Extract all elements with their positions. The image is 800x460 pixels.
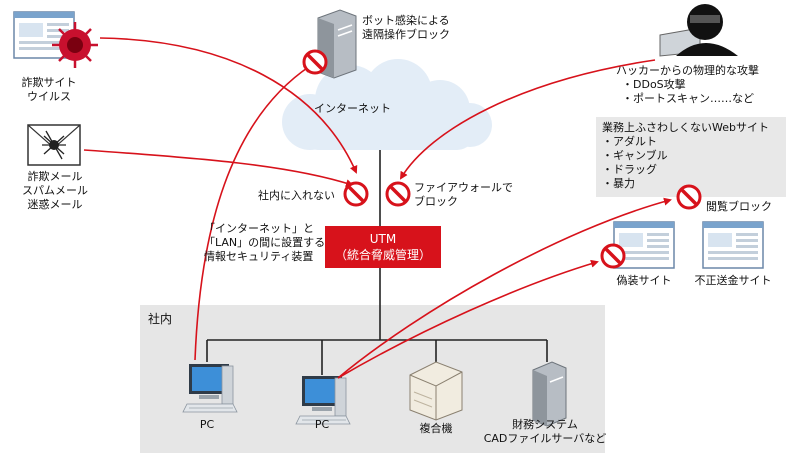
browse-block-label: 閲覧ブロック: [706, 200, 772, 213]
fraud-site-label: 詐欺サイトウイルス: [21, 76, 77, 103]
internal-zone-label: 社内: [148, 312, 173, 326]
no-entry-icon-inside: [343, 181, 369, 207]
fake-site-label: 偽装サイト: [616, 274, 672, 287]
no-entry-icon-fake-site: [600, 243, 626, 269]
pc-label-1: PC: [199, 418, 215, 431]
mfp-label: 複合機: [419, 422, 453, 435]
utm-subtitle: （統合脅威管理）: [334, 248, 431, 262]
inappropriate-web-label: 業務上ふさわしくないWebサイト ・アダルト ・ギャンブル ・ドラッグ ・暴力: [602, 121, 769, 190]
pc-icon-1: [182, 363, 238, 413]
pc-icon-2: [295, 375, 351, 425]
hacker-label: ハッカーからの物理的な攻撃 ・DDoS攻撃 ・ポートスキャン……など: [616, 64, 759, 105]
spider-mail-icon: [27, 124, 81, 166]
bot-label: ボット感染による遠隔操作ブロック: [362, 14, 450, 41]
fraud-transfer-site-icon: [702, 221, 764, 269]
fraud-mail-label: 詐欺メール スパムメール 迷惑メール: [22, 170, 88, 211]
utm-note-label: 「インターネット」と 「LAN」の間に設置する 情報セキュリティ装置: [204, 222, 326, 263]
fraud-transfer-label: 不正送金サイト: [694, 274, 772, 287]
attack-paths: [83, 37, 672, 379]
inappropriate-web-box: [596, 117, 786, 197]
network-lines: [206, 150, 548, 375]
no-entry-icon-firewall: [385, 181, 411, 207]
firewall-label: ファイアウォールでブロック: [414, 181, 513, 208]
hacker-icon: [659, 4, 738, 57]
utm-title: UTM: [369, 232, 397, 246]
file-server-icon: [532, 361, 567, 427]
pc-label-2: PC: [314, 418, 330, 431]
block-inside-label: 社内に入れない: [258, 189, 335, 202]
printer-icon: [409, 361, 463, 421]
internet-cloud: [282, 59, 492, 150]
internet-label: インターネット: [314, 102, 391, 115]
virus-icon: [52, 22, 98, 68]
utm-box: UTM （統合脅威管理）: [325, 226, 441, 268]
no-entry-icon-bot: [302, 49, 328, 75]
